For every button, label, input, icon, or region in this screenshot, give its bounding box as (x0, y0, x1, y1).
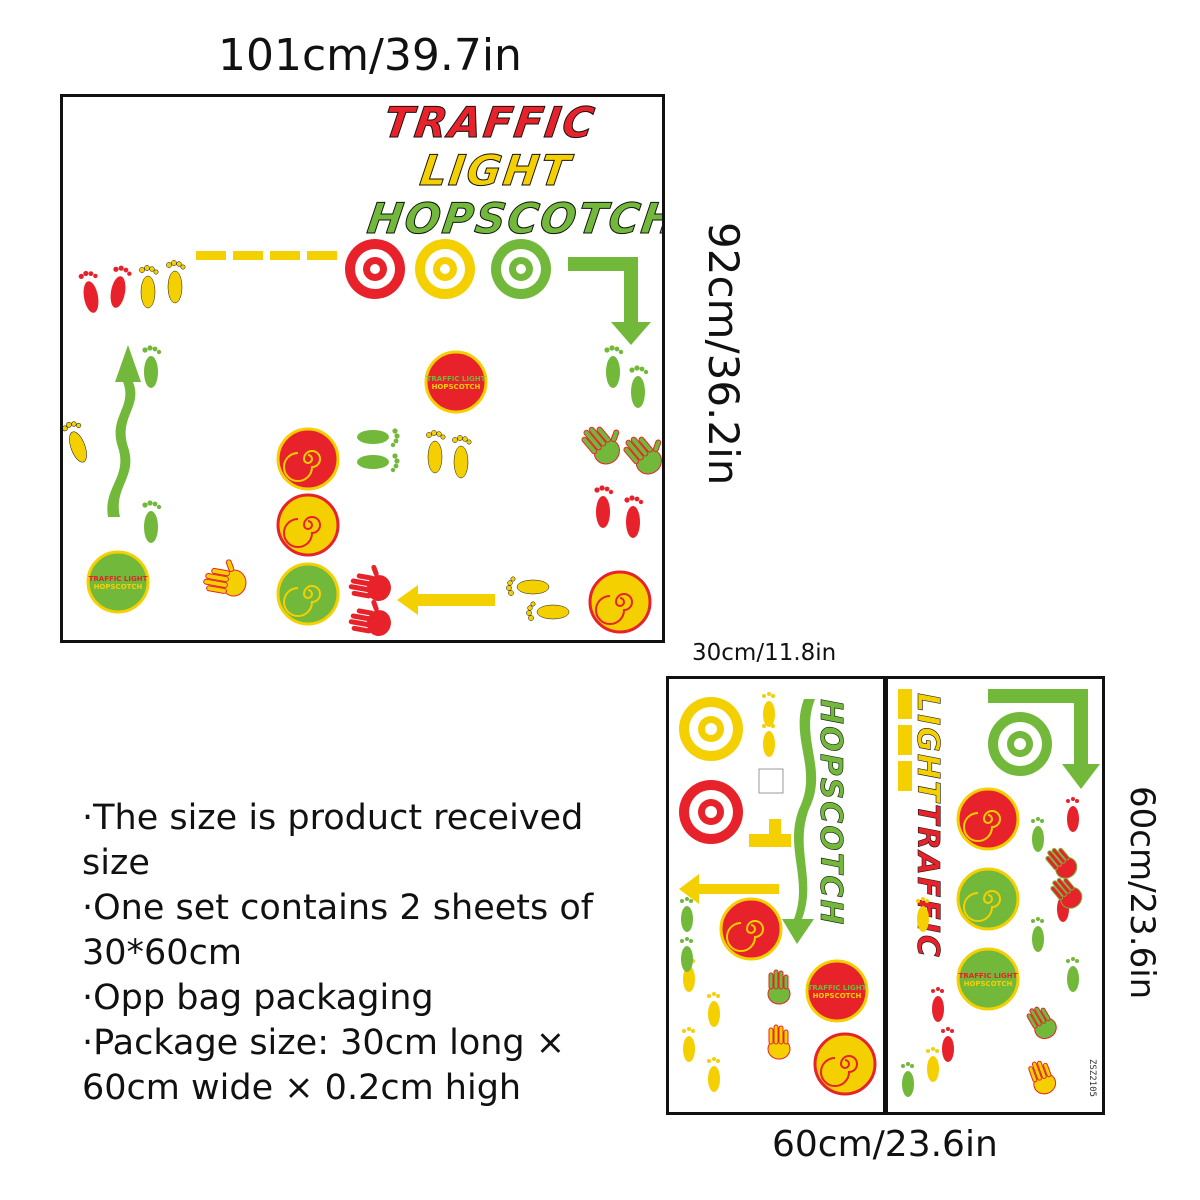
swirl-red (276, 427, 340, 491)
hands-red-bottom (347, 560, 395, 638)
footprints-yellow-top (138, 259, 186, 309)
svg-text:TRAFFIC LIGHT: TRAFFIC LIGHT (427, 375, 486, 383)
sheet-height-label: 60cm/23.6in (1122, 786, 1162, 1000)
footprints-green-left (142, 345, 162, 543)
large-height-label: 92cm/36.2in (699, 222, 748, 486)
ring-yellow (415, 239, 475, 299)
svg-text:TRAFFIC LIGHT: TRAFFIC LIGHT (808, 984, 867, 992)
info-line-2: ·One set contains 2 sheets of 30*60cm (82, 888, 594, 973)
wavy-arrow-icon (107, 345, 141, 517)
sheet2-corner-arrow-icon (988, 689, 1100, 789)
sheet2-swirl-green (956, 867, 1020, 931)
large-width-label: 101cm/39.7in (218, 30, 522, 81)
sheet1-hand-yellow (767, 1024, 791, 1060)
info-line-3: ·Opp bag packaging (82, 978, 434, 1018)
assembled-layout-panel: TRAFFIC LIGHT HOPSCOTCH TRAFFIC LIGHT HO… (60, 94, 665, 643)
sheet1-ring-yellow (679, 697, 743, 761)
sheet-2-artwork: LIGHT TRAFFIC TRAFFIC LIGHT HOPSCOTCH ZS… (898, 689, 1100, 1098)
left-arrow-icon (397, 585, 495, 615)
sheet1-swirl-red (719, 897, 783, 961)
ring-red (345, 239, 405, 299)
svg-text:HOPSCOTCH: HOPSCOTCH (432, 383, 481, 391)
sheet1-swirl-yellow (813, 1032, 877, 1096)
info-line-4: ·Package size: 30cm long × 60cm wide × 0… (82, 1023, 566, 1108)
set-width-label: 60cm/23.6in (772, 1124, 998, 1165)
sticker-sheet-2: LIGHT TRAFFIC TRAFFIC LIGHT HOPSCOTCH ZS… (885, 676, 1105, 1115)
swirl-green (276, 562, 340, 626)
title-traffic: TRAFFIC (381, 98, 599, 147)
sheet2-title-light: LIGHT (910, 693, 945, 804)
title-light: LIGHT (417, 146, 576, 195)
badge-green: TRAFFIC LIGHT HOPSCOTCH (86, 550, 150, 614)
sheet-1-artwork: HOPSCOTCH TRAFFIC LIGHT HOPSCOTCH (679, 692, 877, 1096)
sheet1-badge-red: TRAFFIC LIGHT HOPSCOTCH (805, 959, 869, 1023)
info-line-1: ·The size is product received size (82, 798, 584, 883)
sheet2-hand-green (1023, 1001, 1061, 1043)
sheet1-feet-green (680, 897, 693, 972)
sheet2-ring-green (988, 712, 1052, 776)
corner-arrow-icon (568, 257, 651, 345)
title-hopscotch: HOPSCOTCH (364, 194, 662, 243)
svg-text:TRAFFIC LIGHT: TRAFFIC LIGHT (959, 972, 1018, 980)
footprints-red-right (594, 485, 644, 538)
sheet1-yellow-block (749, 819, 791, 847)
badge-red: TRAFFIC LIGHT HOPSCOTCH (424, 350, 488, 414)
sheet2-yellow-dashes (898, 689, 912, 791)
sheet1-title-hopscotch: HOPSCOTCH (813, 699, 848, 926)
svg-text:TRAFFIC LIGHT: TRAFFIC LIGHT (89, 575, 148, 583)
footprints-red-top (77, 264, 133, 315)
sheet1-left-arrow-icon (679, 874, 779, 904)
svg-text:HOPSCOTCH: HOPSCOTCH (813, 992, 862, 1000)
footprints-green-center (357, 428, 400, 473)
product-info: ·The size is product received size ·One … (82, 796, 642, 1111)
sheet2-badge-green: TRAFFIC LIGHT HOPSCOTCH (956, 947, 1020, 1011)
footprints-yellow-center (425, 429, 472, 479)
sheet-width-label: 30cm/11.8in (692, 640, 837, 666)
svg-text:HOPSCOTCH: HOPSCOTCH (94, 583, 143, 591)
footprints-green-right (604, 345, 649, 408)
yellow-dash-line (196, 251, 337, 260)
footprints-yellow-left (63, 418, 94, 466)
hand-yellow-bottom (201, 554, 251, 599)
sheet1-wavy-arrow-icon (782, 699, 817, 944)
sheet1-mini-map (758, 768, 784, 794)
ring-green (491, 239, 551, 299)
sheet2-hand-yellow (1025, 1056, 1059, 1098)
assembled-layout-artwork: TRAFFIC LIGHT HOPSCOTCH TRAFFIC LIGHT HO… (63, 98, 662, 638)
swirl-yellow-right (588, 570, 652, 634)
footprints-yellow-bottom (505, 576, 570, 622)
swirl-yellow (276, 493, 340, 557)
svg-text:HOPSCOTCH: HOPSCOTCH (964, 980, 1013, 988)
sheet2-swirl-red (956, 787, 1020, 851)
sheet2-code: ZSZ2105 (1087, 1059, 1097, 1097)
hands-green-right (577, 413, 662, 480)
sheet2-hands-red (1041, 841, 1087, 914)
sheet2-title-traffic: TRAFFIC (910, 804, 945, 959)
sheet1-hand-green (767, 969, 791, 1005)
sheet1-ring-red (679, 780, 743, 844)
sticker-sheet-1: HOPSCOTCH TRAFFIC LIGHT HOPSCOTCH (666, 676, 886, 1115)
